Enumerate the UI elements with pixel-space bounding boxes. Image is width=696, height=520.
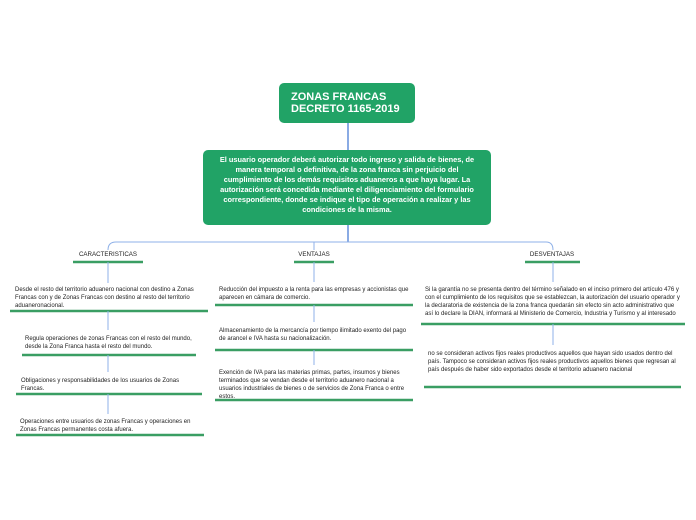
- root-node[interactable]: ZONAS FRANCAS DECRETO 1165-2019: [279, 83, 415, 123]
- connector-branch-bar: [107, 241, 554, 251]
- category-desventajas[interactable]: DESVENTAJAS: [529, 251, 575, 258]
- desventajas-item-0[interactable]: Si la garantía no se presenta dentro del…: [425, 287, 680, 317]
- caracteristicas-item-2[interactable]: Obligaciones y responsabilidades de los …: [21, 378, 180, 392]
- ventajas-item-0[interactable]: Reducción del impuesto a la renta para l…: [219, 287, 409, 301]
- caracteristicas-item-1[interactable]: Regula operaciones de zonas Francas con …: [25, 336, 192, 350]
- caracteristicas-item-3[interactable]: Operaciones entre usuarios de zonas Fran…: [20, 419, 191, 433]
- main-node-text: El usuario operador deberá autorizar tod…: [219, 155, 475, 214]
- caracteristicas-item-0[interactable]: Desde el resto del territorio aduanero n…: [15, 287, 194, 309]
- desventajas-item-1[interactable]: no se consideran activos fijos reales pr…: [428, 351, 676, 373]
- main-node[interactable]: El usuario operador deberá autorizar tod…: [203, 150, 491, 225]
- category-caracteristicas[interactable]: CARACTERISTICAS: [78, 251, 138, 258]
- category-ventajas[interactable]: VENTAJAS: [298, 251, 330, 258]
- ventajas-item-2[interactable]: Exención de IVA para las materias primas…: [219, 370, 405, 400]
- root-title-line1: ZONAS FRANCAS: [291, 91, 387, 103]
- root-title-line2: DECRETO 1165-2019: [291, 103, 400, 115]
- ventajas-item-1[interactable]: Almacenamiento de la mercancía por tiemp…: [219, 328, 407, 342]
